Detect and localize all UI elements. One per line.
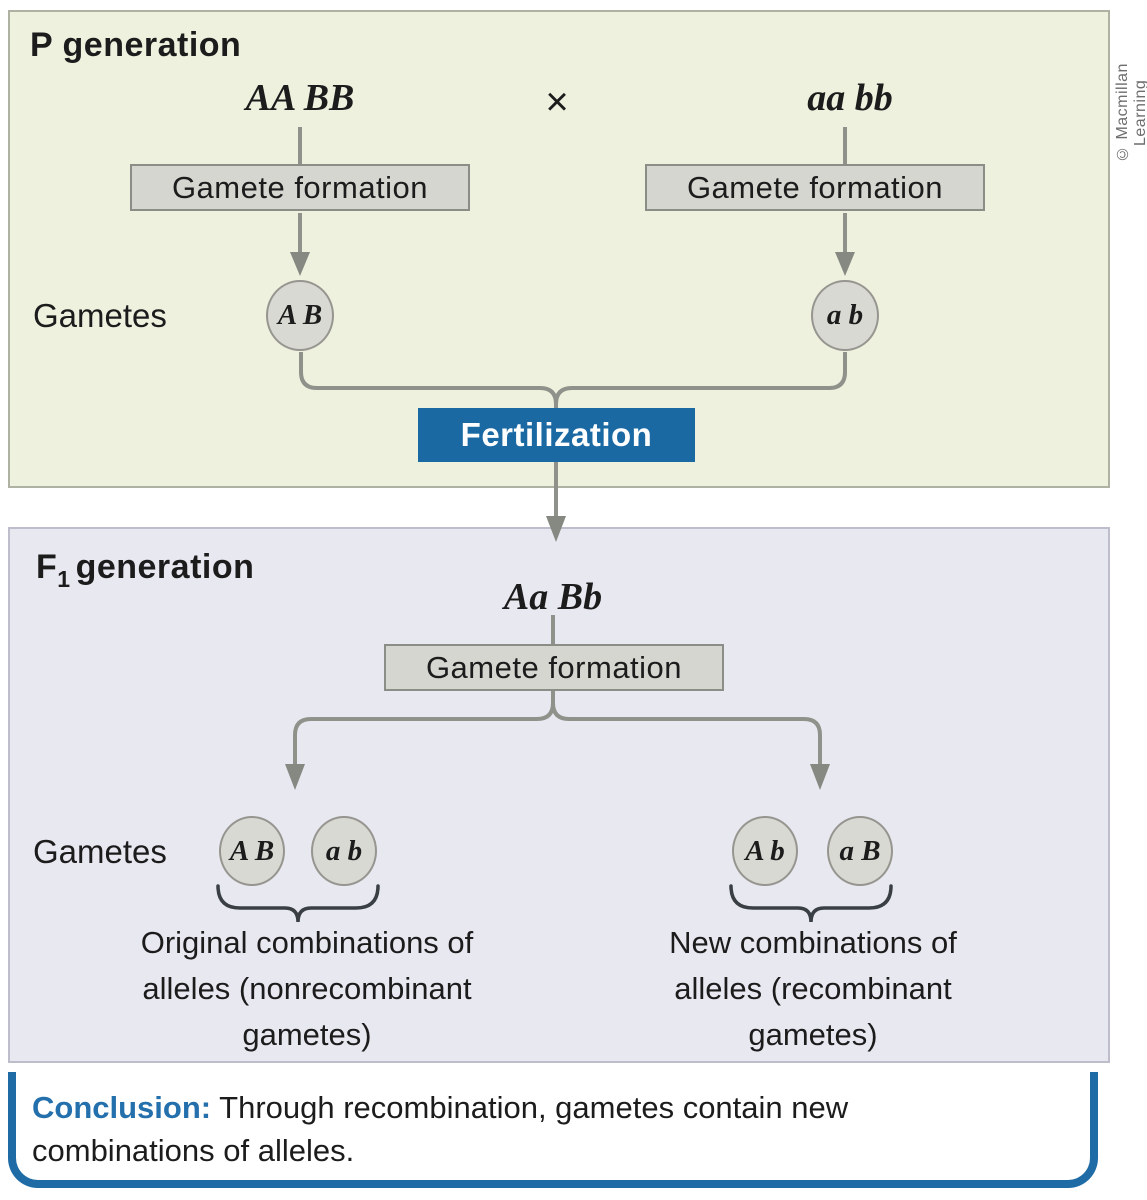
nonrecombinant-caption: Original combinations of alleles (nonrec…	[75, 920, 539, 1058]
p-generation-title: P generation	[30, 26, 242, 64]
parent1-genotype: AA BB	[245, 77, 355, 119]
f1-title-subscript: 1	[57, 566, 71, 592]
parent2-genotype: aa bb	[807, 77, 893, 119]
gamete-formation-box-f1: Gamete formation	[384, 644, 724, 691]
f1-gamete-circle-aB: a B	[827, 816, 893, 886]
fertilization-box: Fertilization	[418, 408, 695, 462]
nonrecombinant-caption-line1: Original combinations of	[140, 925, 474, 960]
gamete-formation-box-left: Gamete formation	[130, 164, 470, 211]
p-gamete-circle-AB: A B	[266, 280, 334, 351]
f1-gamete-circle-ab: a b	[311, 816, 377, 886]
recombinant-caption-line1: New combinations of	[669, 925, 957, 960]
f1-title-letter: F	[36, 548, 58, 586]
f1-genotype: Aa Bb	[503, 576, 603, 618]
nonrecombinant-caption-line2: alleles (nonrecombinant	[142, 971, 472, 1006]
recombinant-caption-line2: alleles (recombinant	[674, 971, 952, 1006]
p-gametes-label: Gametes	[33, 297, 167, 334]
f1-generation-panel	[8, 527, 1110, 1063]
conclusion-sentence: Conclusion: Through recombination, gamet…	[32, 1086, 1037, 1172]
recombinant-caption-line3: gametes)	[748, 1017, 878, 1052]
macmillan-credit: © Macmillan Learning	[1114, 63, 1147, 163]
recombinant-caption: New combinations of alleles (recombinant…	[581, 920, 1045, 1058]
f1-gamete-circle-Ab: A b	[732, 816, 798, 886]
conclusion-label: Conclusion:	[32, 1090, 212, 1125]
conclusion-box	[8, 1072, 1098, 1188]
nonrecombinant-caption-line3: gametes)	[242, 1017, 372, 1052]
cross-symbol: ×	[545, 80, 569, 124]
p-gamete-circle-ab: a b	[811, 280, 879, 351]
f1-gamete-circle-AB: A B	[219, 816, 285, 886]
conclusion-body: Through recombination, gametes contain n…	[32, 1090, 849, 1168]
f1-title-rest: generation	[75, 548, 255, 586]
gamete-formation-box-right: Gamete formation	[645, 164, 985, 211]
f1-gametes-label: Gametes	[33, 833, 167, 870]
